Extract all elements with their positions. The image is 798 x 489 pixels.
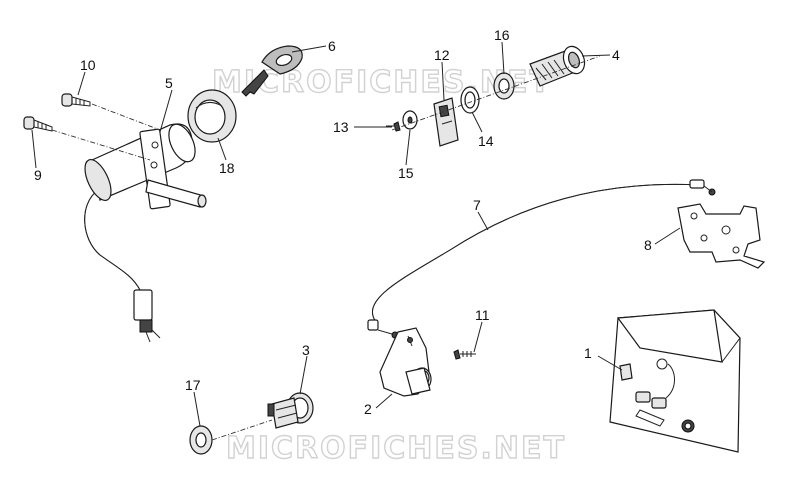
part-2-actuator [379, 327, 432, 397]
callout-15: 15 [398, 165, 414, 181]
part-15-washer [402, 110, 418, 130]
watermark-bottom: MICROFICHES.NET [226, 431, 566, 466]
callout-11: 11 [475, 307, 490, 323]
part-11-screw [453, 349, 476, 360]
axis-top-right [391, 55, 601, 131]
callout-5: 5 [165, 75, 173, 91]
part-5-ignition-switch [84, 123, 207, 343]
part-1-kit-box [609, 309, 741, 453]
callout-10: 10 [80, 57, 96, 73]
part-10-screw [61, 93, 91, 107]
axis-left-2 [51, 129, 151, 161]
callout-14: 14 [478, 133, 494, 149]
callout-18: 18 [219, 160, 235, 176]
callout-6: 6 [328, 38, 336, 54]
axis-left-1 [91, 103, 161, 131]
callout-2: 2 [364, 401, 372, 417]
callout-13: 13 [333, 119, 349, 135]
part-4-lock-cylinder [529, 45, 586, 87]
callout-12: 12 [434, 47, 450, 63]
part-7-cable [367, 179, 716, 339]
callout-9: 9 [34, 167, 42, 183]
part-16-nut [493, 72, 515, 100]
callout-1: 1 [584, 345, 592, 361]
part-14-lock-ring [460, 86, 480, 114]
part-12-cover-plate [433, 97, 459, 147]
callout-17: 17 [185, 377, 201, 393]
callout-8: 8 [644, 237, 652, 253]
callout-7: 7 [473, 197, 481, 213]
part-3-lock-assembly [267, 392, 314, 429]
part-8-bracket [677, 203, 766, 269]
axis-bottom-left [211, 419, 273, 441]
callout-labels: 10 9 5 6 18 13 15 12 14 16 4 7 8 11 3 17… [34, 27, 652, 417]
leader-lines [31, 41, 681, 427]
part-9-screw [23, 116, 53, 132]
callout-16: 16 [494, 27, 510, 43]
callout-3: 3 [302, 342, 310, 358]
part-6-key [241, 45, 303, 97]
part-18-ring [187, 89, 237, 143]
part-17-nut [189, 425, 213, 455]
callout-4: 4 [612, 47, 620, 63]
